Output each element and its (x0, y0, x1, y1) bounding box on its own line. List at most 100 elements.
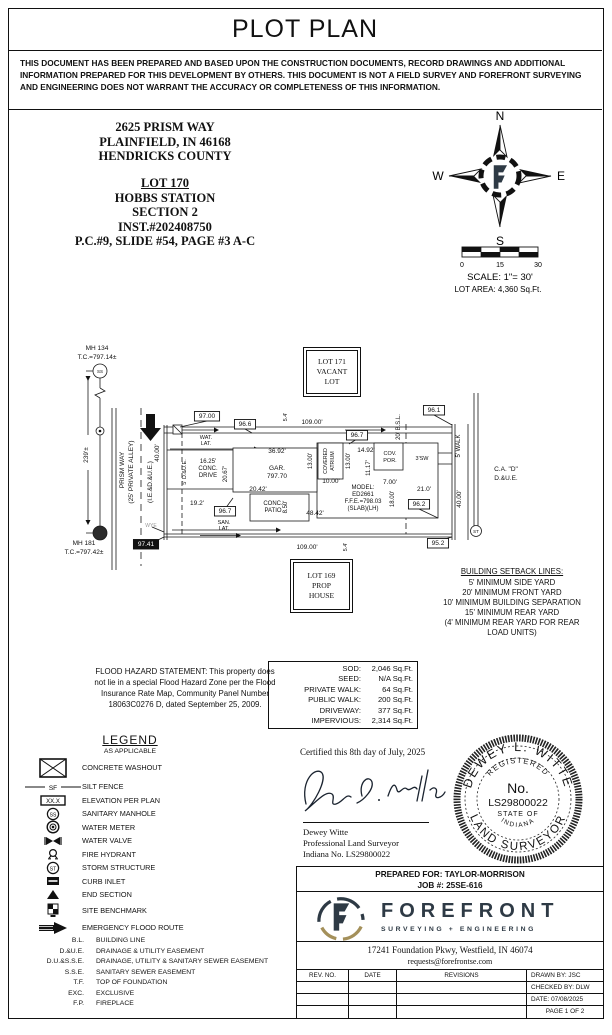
area-label: SEED: (338, 674, 361, 684)
plan-label: 18.00' (390, 491, 396, 507)
site-benchmark-icon (24, 903, 82, 917)
checked-by: CHECKED BY: DLW (527, 982, 603, 994)
list-item: D.&U.E.DRAINAGE & UTILITY EASEMENT (28, 947, 290, 957)
plan-label: 10.00' (322, 478, 340, 485)
covered-atrium-outline (317, 442, 344, 480)
plan-label: 239'± (83, 447, 90, 463)
common-area-line (473, 393, 479, 533)
area-value: 2,046 Sq.Ft. (371, 664, 413, 673)
plan-label: 96.6 (239, 421, 252, 428)
lot-area-text: LOT AREA: 4,360 Sq.Ft. (454, 285, 541, 294)
legend-heading: LEGEND (102, 733, 158, 747)
lot-number: LOT 170 (140, 176, 190, 190)
plan-label: 40.00' (456, 490, 463, 508)
lot171-line: LOT 171 (318, 357, 346, 366)
legend-label: STORM STRUCTURE (82, 863, 156, 873)
plan-label: CONC. (198, 466, 218, 472)
plan-label: 109.00' (296, 544, 317, 551)
compass-rose: N E S W (432, 109, 565, 248)
list-item: FIRE HYDRANT (24, 848, 299, 862)
title-bar: PLOT PLAN (8, 8, 602, 51)
company-address-row: 17241 Foundation Pkwy, Westfield, IN 460… (297, 942, 603, 970)
area-label: PUBLIC WALK: (308, 695, 361, 705)
concrete-patio-outline (249, 493, 310, 522)
elevation-per-plan-icon: XX.X (24, 795, 82, 806)
list-item: SITE BENCHMARK (24, 902, 299, 919)
area-label: PRIVATE WALK: (304, 684, 361, 694)
sanitary-manhole-icon: SS (24, 807, 82, 821)
area-value: 377 Sq.Ft. (377, 705, 413, 715)
flood-route-arrow (140, 414, 161, 441)
lot-left-line (163, 425, 168, 540)
plan-label: 7.00' (383, 479, 397, 486)
page-number: PAGE 1 OF 2 (545, 1008, 585, 1015)
plan-label: SS (97, 369, 103, 374)
legend-label: END SECTION (82, 890, 132, 900)
surveyor-title: Professional Land Surveyor (303, 838, 399, 848)
list-item: S.S.E.SANITARY SEWER EASEMENT (28, 968, 290, 978)
storm-structure-icon: ST (24, 861, 82, 875)
storm-structure-symbol (470, 525, 482, 537)
legend-label: ELEVATION PER PLAN (82, 795, 160, 805)
abbr: EXC. (68, 989, 84, 997)
list-item: WATER VALVE (24, 834, 299, 848)
legend-label: SILT FENCE (82, 782, 124, 792)
list-item: WATER METER (24, 820, 299, 835)
company-name: FOREFRONT (381, 900, 560, 922)
plan-label: PRISM WAY (119, 451, 126, 488)
plan-label: 5.4' (283, 413, 289, 422)
plan-label: ATRIUM (330, 451, 336, 471)
list-item: SS SANITARY MANHOLE (24, 807, 299, 821)
seal-no: No. (507, 780, 529, 796)
curb-inlet-icon (24, 876, 82, 886)
elevation-box (233, 419, 257, 430)
list-item: D.U.&S.S.E.DRAINAGE, UTILITY & SANITARY … (28, 957, 290, 967)
setback-line: 5' MINIMUM SIDE YARD (468, 578, 556, 587)
flood-line: not lie in a special Flood Hazard Zone p… (94, 678, 276, 687)
table-row: SOD:2,046 Sq.Ft. (269, 664, 413, 674)
lot-top-line (164, 426, 452, 434)
legend-label: CURB INLET (82, 876, 126, 886)
plan-label: MODEL: (351, 485, 374, 491)
disclaimer-text: THIS DOCUMENT HAS BEEN PREPARED AND BASE… (20, 58, 582, 93)
abbr: F.P. (73, 1000, 84, 1007)
plat-reference: P.C.#9, SLIDE #54, PAGE #3 A-C (74, 234, 256, 248)
plan-label: 8.50' (283, 501, 289, 514)
compass-west-label: W (432, 169, 444, 183)
table-row (297, 982, 526, 994)
drawn-by: DRAWN BY: JSC (527, 970, 603, 982)
list-item: XX.X ELEVATION PER PLAN (24, 794, 299, 808)
storm-icon-text: ST (50, 866, 56, 872)
col-header-rev-no: REV. NO. (297, 970, 349, 981)
plan-label: COV. (384, 451, 397, 457)
concrete-washout-icon (24, 757, 82, 779)
setback-line: 10' MINIMUM BUILDING SEPARATION (443, 598, 581, 607)
abbr: D.U.&S.S.E. (46, 958, 84, 965)
scale-tick-0: 0 (460, 262, 464, 269)
table-row: SEED:N/A Sq.Ft. (269, 674, 413, 684)
legend-label: CONCRETE WASHOUT (82, 763, 162, 772)
table-row: PUBLIC WALK: 200 Sq.Ft. (269, 695, 413, 705)
setback-line: LOAD UNITS) (487, 628, 537, 637)
legend-label: WATER METER (82, 822, 136, 832)
lot-info-block: LOT 170 HOBBS STATION SECTION 2 INST.#20… (35, 176, 295, 249)
area-value: 200 Sq.Ft. (377, 695, 413, 705)
area-value: 2,314 Sq.Ft. (371, 716, 413, 726)
plan-label: CONC. (263, 501, 283, 507)
lot-169-box: LOT 169 PROP HOUSE (290, 559, 353, 613)
lot-right-line (451, 424, 456, 540)
table-row (297, 1006, 526, 1018)
page-title: PLOT PLAN (231, 14, 379, 43)
plan-label: 40.00' (154, 444, 161, 462)
plan-label: WYE (145, 523, 157, 529)
plan-label: MH 181 (73, 540, 96, 547)
table-row: REV. NO. DATE REVISIONS (297, 970, 526, 982)
end-section-icon (24, 889, 82, 900)
lot171-line: LOT (324, 377, 340, 386)
plan-label: WAT. (200, 435, 213, 441)
plan-label: 11.17' (366, 460, 372, 476)
abbr: D.&U.E. (59, 947, 84, 955)
plan-label: D.&U.E. (494, 475, 518, 482)
